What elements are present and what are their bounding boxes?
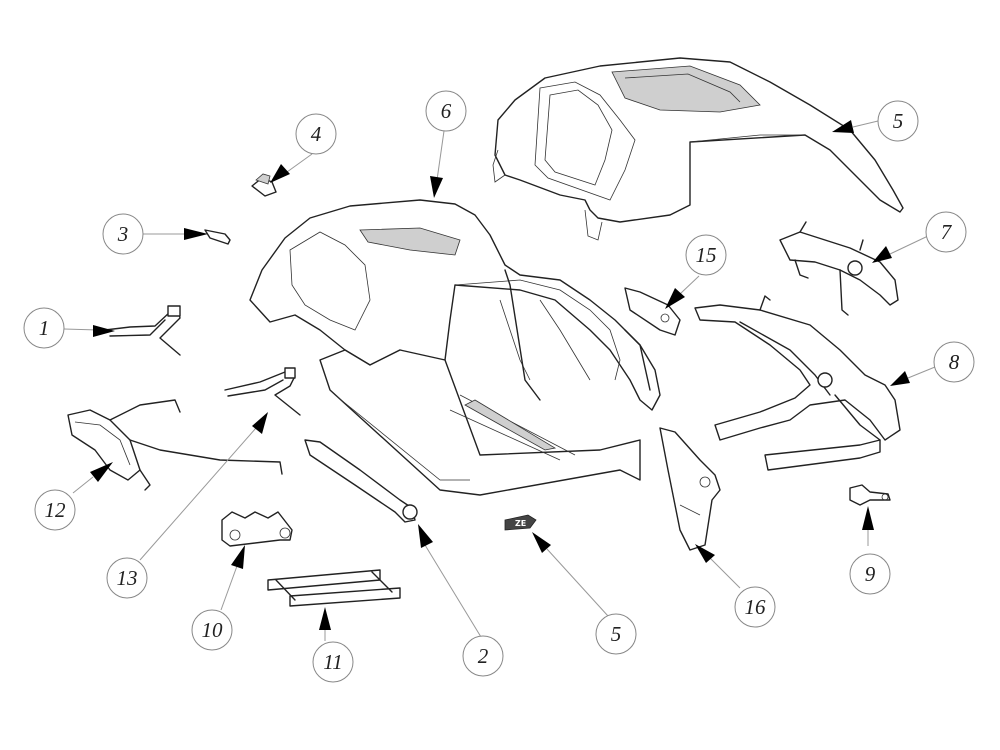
callout-7-label: 7 <box>941 220 953 244</box>
callout-16-label: 16 <box>745 595 767 619</box>
part-control-arm <box>224 367 301 416</box>
callout-7: 7 <box>925 211 967 253</box>
callout-9: 9 <box>849 553 891 595</box>
callout-11: 11 <box>312 641 354 683</box>
callout-1: 1 <box>23 307 65 349</box>
callout-4-label: 4 <box>311 122 322 146</box>
part-pin <box>204 229 231 245</box>
callouts: 1 2 3 4 5 5 6 7 <box>23 90 975 683</box>
callout-5-bottom-label: 5 <box>611 622 622 646</box>
callout-10: 10 <box>191 609 233 651</box>
part-linkage-arm <box>104 305 181 356</box>
part-badge: ZE <box>504 514 537 531</box>
callout-4: 4 <box>295 113 337 155</box>
leader-lines <box>63 120 936 641</box>
part-rear-mount <box>779 221 899 316</box>
part-long-beam <box>304 439 418 523</box>
part-roof-shell <box>492 57 904 241</box>
part-knob <box>251 173 277 197</box>
badge-text: ZE <box>515 519 526 528</box>
callout-12-label: 12 <box>45 498 67 522</box>
callout-15: 15 <box>685 234 727 276</box>
callout-11-label: 11 <box>323 650 342 674</box>
callout-5-top: 5 <box>877 100 919 142</box>
callout-15-label: 15 <box>696 243 717 267</box>
callout-6-label: 6 <box>441 99 452 123</box>
part-bracket <box>221 511 293 547</box>
callout-9-label: 9 <box>865 562 876 586</box>
callout-2: 2 <box>462 635 504 677</box>
part-upright-bracket <box>659 427 721 551</box>
callout-13: 13 <box>106 557 148 599</box>
part-cross-frame <box>267 569 401 607</box>
callout-2-label: 2 <box>478 644 489 668</box>
part-plate <box>624 287 681 336</box>
part-hook <box>849 484 891 506</box>
part-front-subframe <box>67 399 283 491</box>
part-body-tub <box>249 199 661 496</box>
callout-13-label: 13 <box>117 566 138 590</box>
callout-8-label: 8 <box>949 350 960 374</box>
callout-16: 16 <box>734 586 776 628</box>
callout-3-label: 3 <box>117 222 129 246</box>
callout-10-label: 10 <box>202 618 224 642</box>
callout-5-bottom: 5 <box>595 613 637 655</box>
callout-8: 8 <box>933 341 975 383</box>
callout-6: 6 <box>425 90 467 132</box>
callout-5-top-label: 5 <box>893 109 904 133</box>
callout-3: 3 <box>102 213 144 255</box>
callout-12: 12 <box>34 489 76 531</box>
callout-1-label: 1 <box>39 316 50 340</box>
part-rear-subframe <box>694 295 901 471</box>
